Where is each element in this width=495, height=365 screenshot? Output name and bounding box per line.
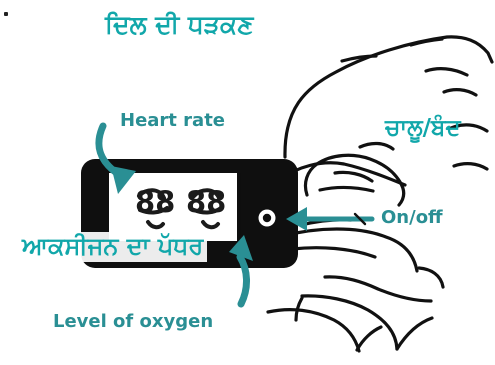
label-on-off: On/off [381, 209, 443, 227]
display-left-value: 88 [135, 188, 175, 217]
arrow-left-icon [286, 207, 372, 231]
label-on-off-punjabi: ਚਾਲੂ/ਬੰਦ [385, 117, 461, 140]
label-heart-rate: Heart rate [120, 112, 225, 130]
power-button-center [263, 214, 271, 222]
label-level-of-oxygen: Level of oxygen [53, 313, 213, 331]
label-level-of-oxygen-punjabi: ਆਕਸੀਜਨ ਦਾ ਪੱਧਰ [18, 232, 207, 262]
label-heart-rate-punjabi: ਦਿਲ ਦੀ ਧੜਕਣ [105, 12, 253, 37]
hand-icon [268, 37, 492, 351]
display-right-value: 88 [186, 188, 226, 217]
